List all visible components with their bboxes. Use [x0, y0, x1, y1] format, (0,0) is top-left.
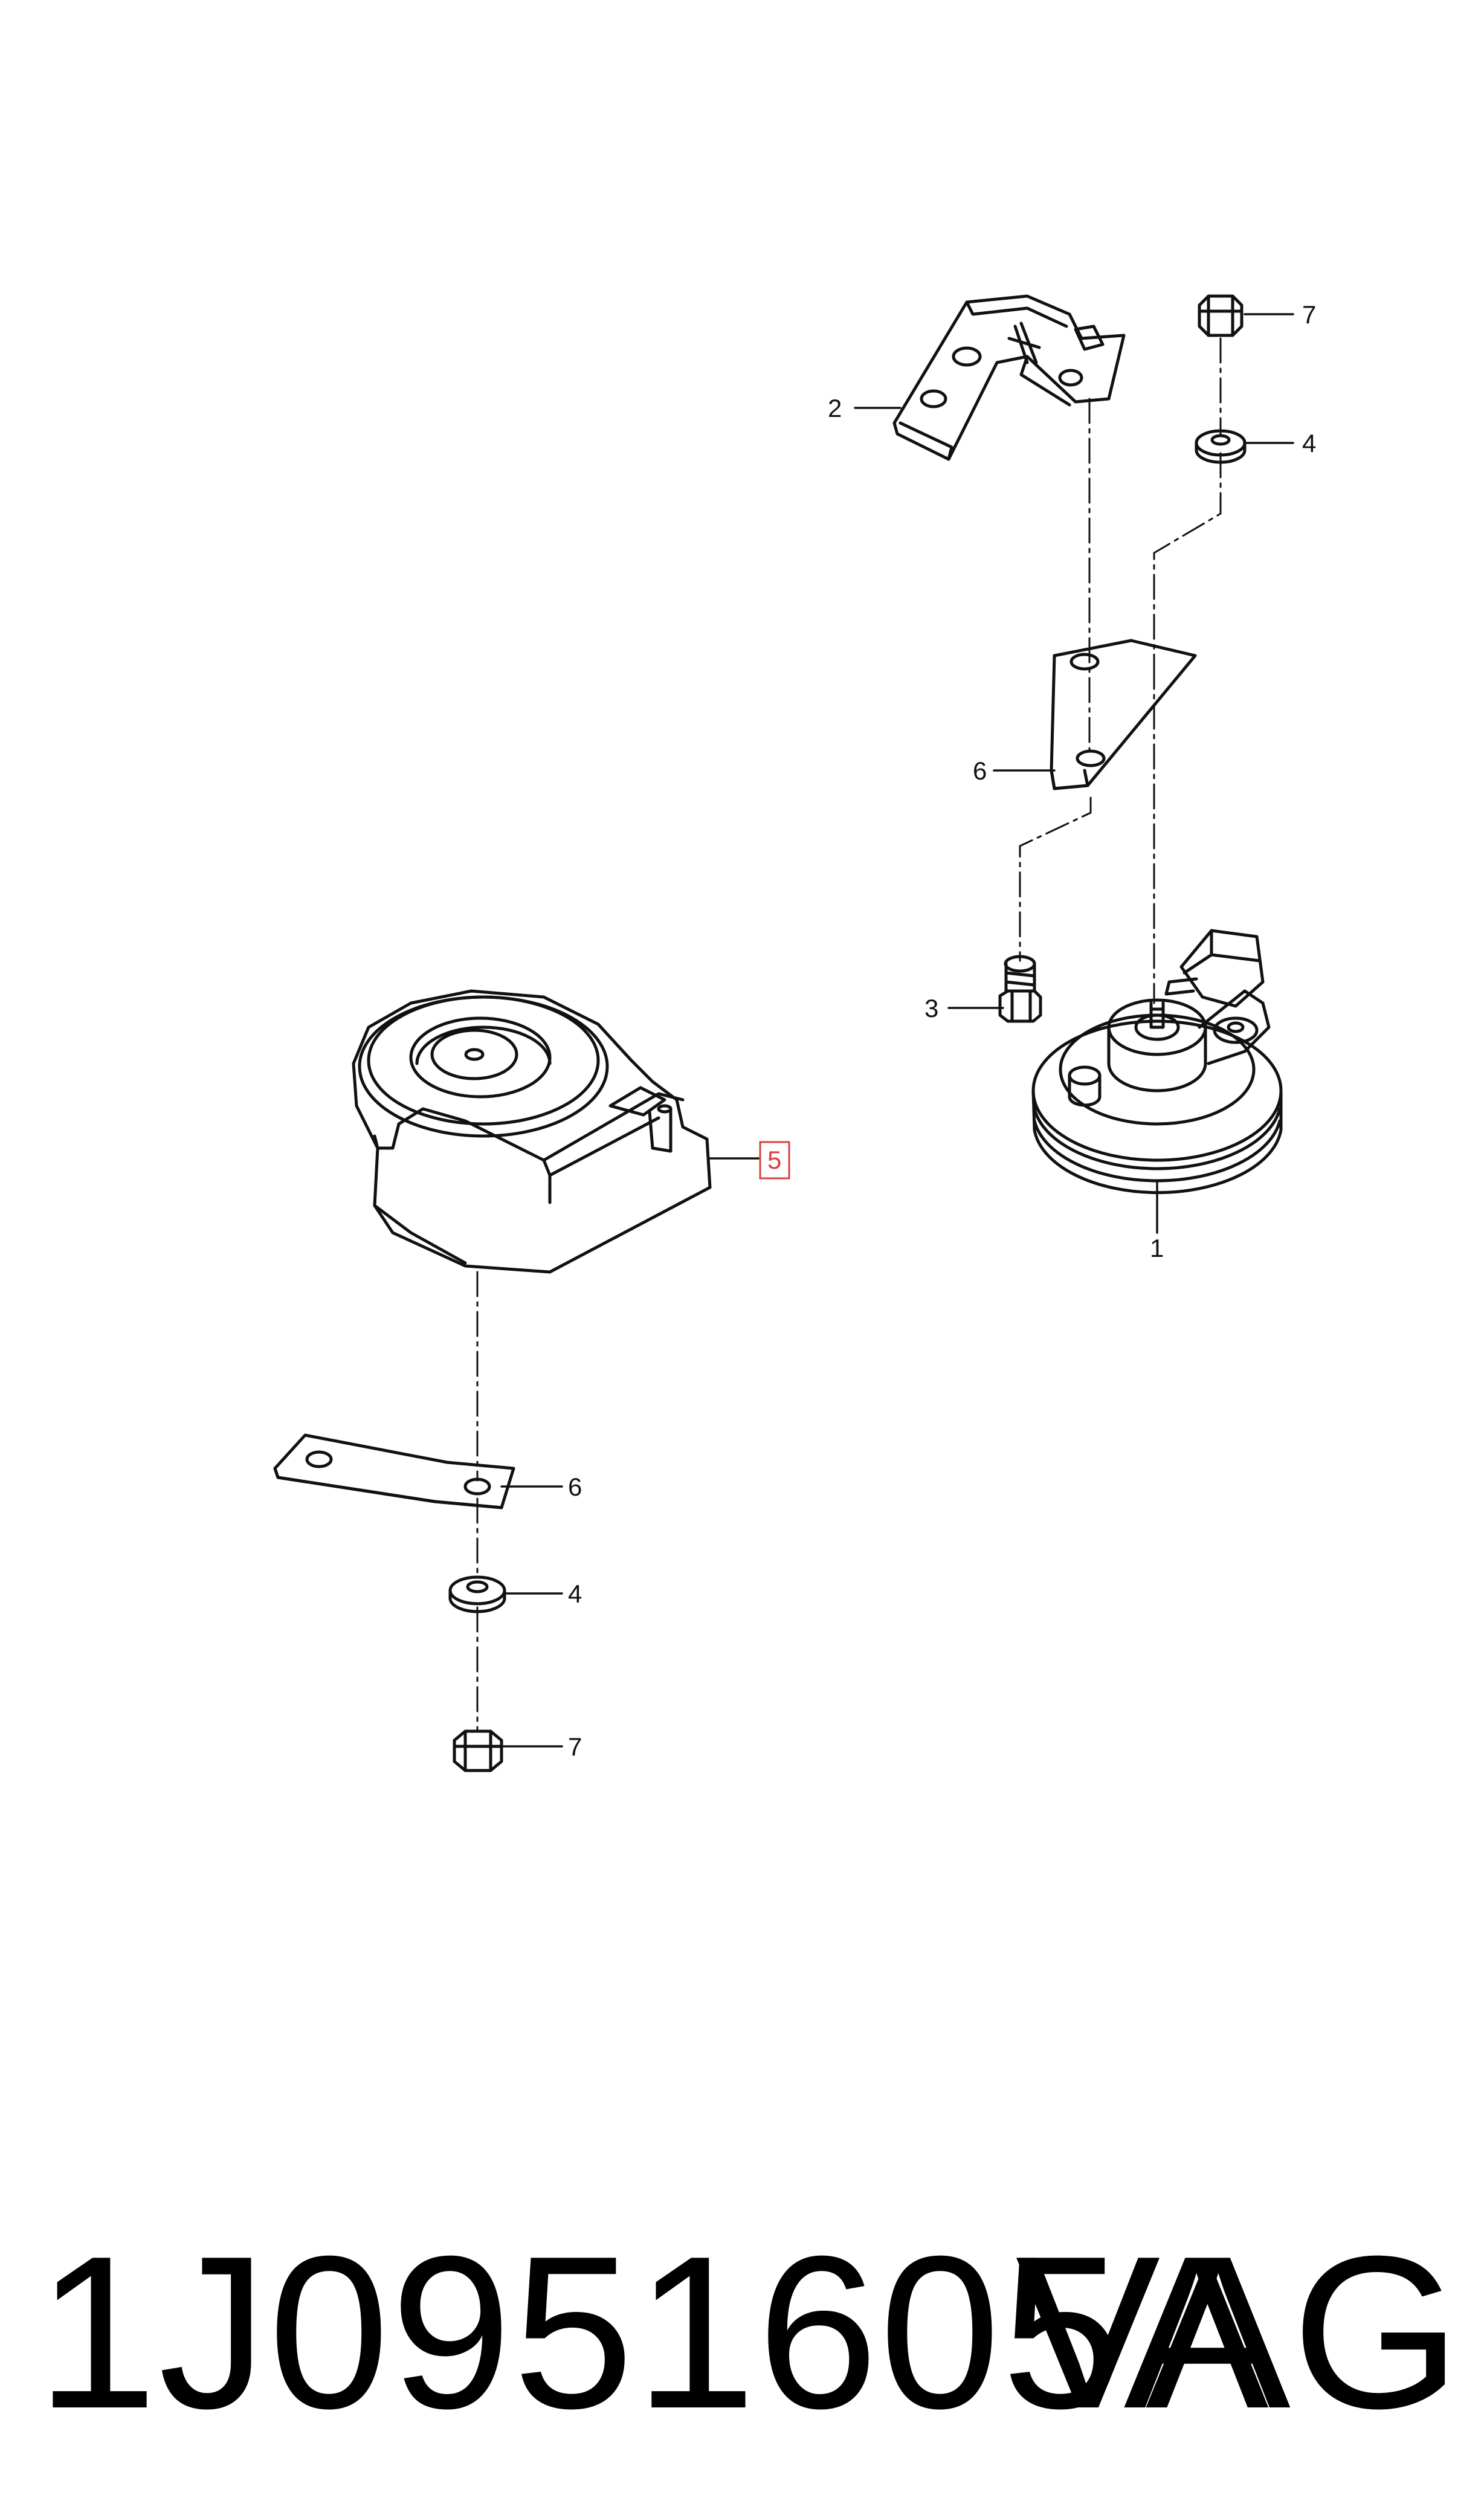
hex-nut-bottom — [453, 1729, 503, 1772]
horn-assembly-left — [352, 989, 712, 1274]
brand-name: VAG — [1015, 2211, 1462, 2454]
washer-bottom — [448, 1575, 506, 1613]
part-number: 1J0951605A — [36, 2211, 1270, 2454]
callout-5: 5 — [767, 1146, 781, 1174]
bracket-part — [892, 294, 1126, 461]
label-5-highlight-box — [759, 1141, 790, 1180]
leader-lines — [500, 313, 1294, 1748]
callout-3: 3 — [924, 994, 938, 1022]
horn-part — [1031, 929, 1283, 1195]
callout-1: 1 — [1150, 1234, 1164, 1262]
callout-4-bottom: 4 — [568, 1580, 582, 1608]
bolt-part — [998, 955, 1042, 1023]
callout-7-top: 7 — [1302, 300, 1316, 329]
mounting-plate-bottom — [273, 1433, 515, 1509]
mounting-plate-top — [1050, 639, 1197, 790]
callout-7-bottom: 7 — [568, 1732, 582, 1761]
assembly-lines-right — [1019, 337, 1222, 1004]
hex-nut-top — [1198, 294, 1244, 337]
part-caption: 1J0951605A VAG — [36, 2224, 1474, 2441]
callout-6-bottom: 6 — [568, 1473, 582, 1501]
callout-6-top: 6 — [973, 757, 987, 785]
callout-4-top: 4 — [1302, 429, 1316, 457]
callout-labels: 7 2 4 6 3 1 5 6 4 7 — [568, 300, 1316, 1761]
callout-2: 2 — [828, 394, 842, 422]
